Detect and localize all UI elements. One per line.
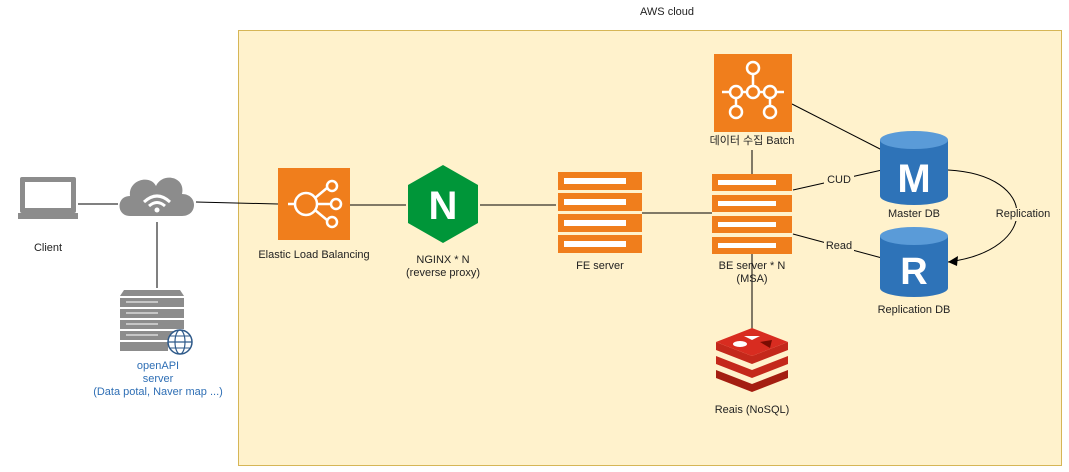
nginx-node: N [406,163,480,245]
be-server-label-2: (MSA) [736,273,768,285]
cloud-wifi-icon [119,177,194,216]
master-db-label: Master DB [888,208,940,220]
server-rack-icon [558,172,642,253]
edge-label-cud: CUD [824,174,854,187]
nginx-icon: N [408,165,478,243]
database-icon: R [880,227,948,297]
client-label: Client [33,242,63,254]
redis-label: Reais (NoSQL) [714,404,790,416]
nginx-letter: N [429,184,458,228]
redis-icon [716,328,788,392]
replica-letter: R [900,251,927,293]
batch-node [714,54,792,132]
batch-label: 데이터 수집 Batch [682,135,822,148]
edge-label-read: Read [824,240,854,253]
load-balancer-icon [278,168,350,240]
be-server-label-1: BE server * N [718,260,786,272]
database-icon: M [880,131,948,205]
server-globe-icon [120,290,193,355]
openapi-label-1: openAPI [136,360,180,372]
fe-server-node [558,172,642,254]
openapi-server-node [118,288,196,356]
nginx-label-1: NGINX * N [416,254,470,266]
master-letter: M [897,157,930,201]
elb-node [278,168,350,240]
edge-label-replication: Replication [992,208,1054,221]
openapi-label-3: (Data potal, Naver map ...) [93,386,223,398]
openapi-label-2: server [142,373,174,385]
client-node [18,175,78,235]
replica-db-node: R [880,226,948,298]
laptop-icon [18,177,78,219]
replication-arrowhead [948,256,958,266]
elb-label: Elastic Load Balancing [258,249,370,261]
aws-cloud-title: AWS cloud [640,6,695,18]
workflow-icon [714,54,792,132]
master-db-node: M [880,130,948,206]
internet-node [116,168,198,224]
nginx-label-2: (reverse proxy) [406,267,480,279]
server-rack-icon [712,174,792,254]
redis-node [714,328,790,394]
be-server-node [712,174,792,254]
replica-db-label: Replication DB [877,304,951,316]
edge-batch-master [791,103,883,151]
edge-cloud-elb [195,201,279,205]
fe-server-label: FE server [576,260,624,272]
